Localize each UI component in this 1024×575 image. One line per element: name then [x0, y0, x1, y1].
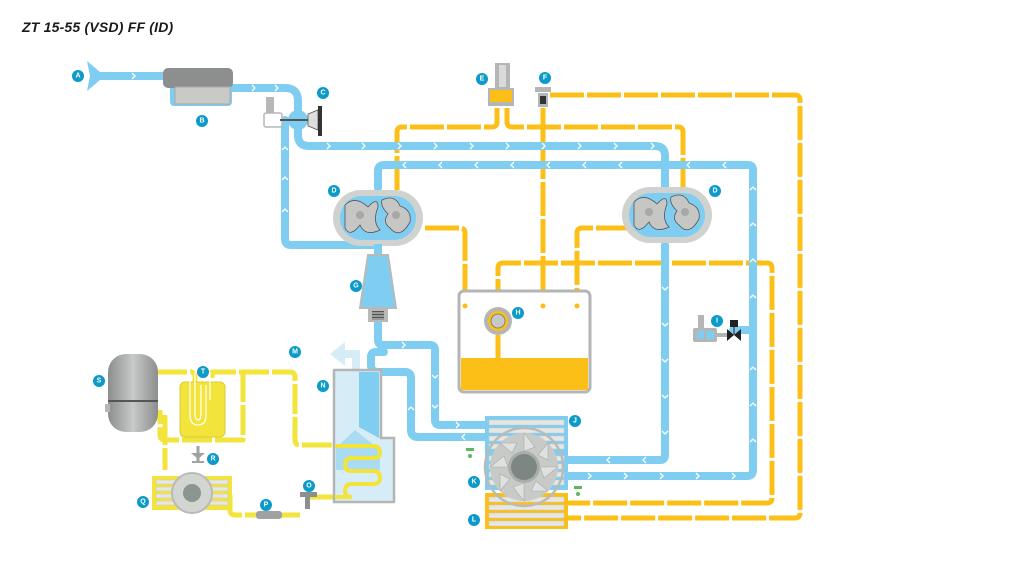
svg-text:J: J	[573, 418, 577, 425]
label-A: A	[72, 70, 84, 82]
label-H: H	[512, 307, 524, 319]
label-S: S	[93, 375, 105, 387]
label-J: J	[569, 415, 581, 427]
oil-pump	[484, 307, 512, 335]
inlet-valve	[263, 97, 322, 136]
air-filter	[163, 68, 233, 106]
svg-text:M: M	[292, 349, 298, 356]
label-Q: Q	[137, 496, 149, 508]
label-O: O	[303, 480, 315, 492]
label-L: L	[468, 514, 480, 526]
svg-text:H: H	[515, 310, 520, 317]
refrigerant-compressor	[105, 354, 158, 432]
oil-pipe	[574, 225, 630, 302]
oil-pipe	[425, 225, 468, 302]
refrigerant-circuit	[157, 369, 360, 518]
label-B: B	[196, 115, 208, 127]
refrigerant-pipe	[209, 369, 360, 448]
label-M: M	[289, 346, 301, 358]
air-pipe	[564, 326, 757, 480]
svg-text:I: I	[716, 318, 718, 325]
label-D-high: D	[709, 185, 721, 197]
oil-pipe	[550, 92, 803, 521]
svg-text:E: E	[480, 76, 485, 83]
label-E: E	[476, 73, 488, 85]
svg-text:A: A	[75, 73, 80, 80]
hot-gas-bypass-valve	[191, 446, 205, 463]
air-pipe	[564, 241, 669, 464]
compressor-element-high-pressure	[622, 187, 712, 243]
svg-text:K: K	[471, 479, 476, 486]
dryer-heat-exchanger	[332, 368, 396, 504]
svg-text:D: D	[331, 188, 336, 195]
label-T: T	[197, 366, 209, 378]
oil-pipe	[504, 108, 686, 195]
label-I: I	[711, 315, 723, 327]
air-pipe	[281, 116, 380, 249]
label-R: R	[207, 453, 219, 465]
flow-chevrons	[131, 72, 757, 480]
oil-pipe	[495, 260, 775, 506]
oil-circuit	[394, 92, 803, 521]
svg-text:P: P	[264, 502, 269, 509]
svg-text:T: T	[201, 369, 206, 376]
label-G: G	[350, 280, 362, 292]
svg-text:D: D	[712, 188, 717, 195]
label-C: C	[317, 87, 329, 99]
label-F: F	[539, 72, 551, 84]
label-D-low: D	[328, 185, 340, 197]
cooling-fan	[483, 426, 565, 508]
label-P: P	[260, 499, 272, 511]
oil-check-valve-F	[535, 87, 551, 107]
refrigerant-filter	[256, 511, 282, 519]
svg-text:C: C	[320, 90, 325, 97]
diagram-title: ZT 15-55 (VSD) FF (ID)	[22, 19, 174, 35]
air-circuit	[96, 72, 757, 480]
air-inlet-funnel	[87, 61, 100, 91]
air-pipe	[367, 348, 489, 441]
oil-sump	[457, 289, 592, 394]
compressor-element-low-pressure	[333, 190, 423, 246]
unloader-valve	[693, 315, 741, 342]
oil-valve-E	[488, 63, 514, 106]
label-N: N	[317, 380, 329, 392]
label-K: K	[468, 476, 480, 488]
svg-text:N: N	[320, 383, 325, 390]
refrigerant-pipe	[227, 495, 300, 518]
oil-pipe	[394, 108, 500, 190]
air-pipe	[226, 84, 669, 194]
air-pipe	[374, 161, 757, 334]
svg-text:S: S	[97, 378, 102, 385]
svg-text:O: O	[306, 483, 312, 490]
svg-text:R: R	[210, 456, 215, 463]
svg-text:B: B	[199, 118, 204, 125]
air-outlet-pipe	[345, 350, 360, 372]
liquid-separator	[179, 372, 226, 438]
condenser	[152, 472, 232, 514]
drain-points	[466, 448, 582, 496]
svg-text:G: G	[353, 283, 359, 290]
air-outlet-arrow	[330, 342, 345, 366]
svg-text:Q: Q	[140, 499, 146, 506]
expansion-valve	[300, 492, 317, 509]
air-pipe	[374, 316, 489, 429]
silencer	[358, 254, 398, 322]
svg-text:F: F	[543, 75, 548, 82]
svg-text:L: L	[472, 517, 477, 524]
